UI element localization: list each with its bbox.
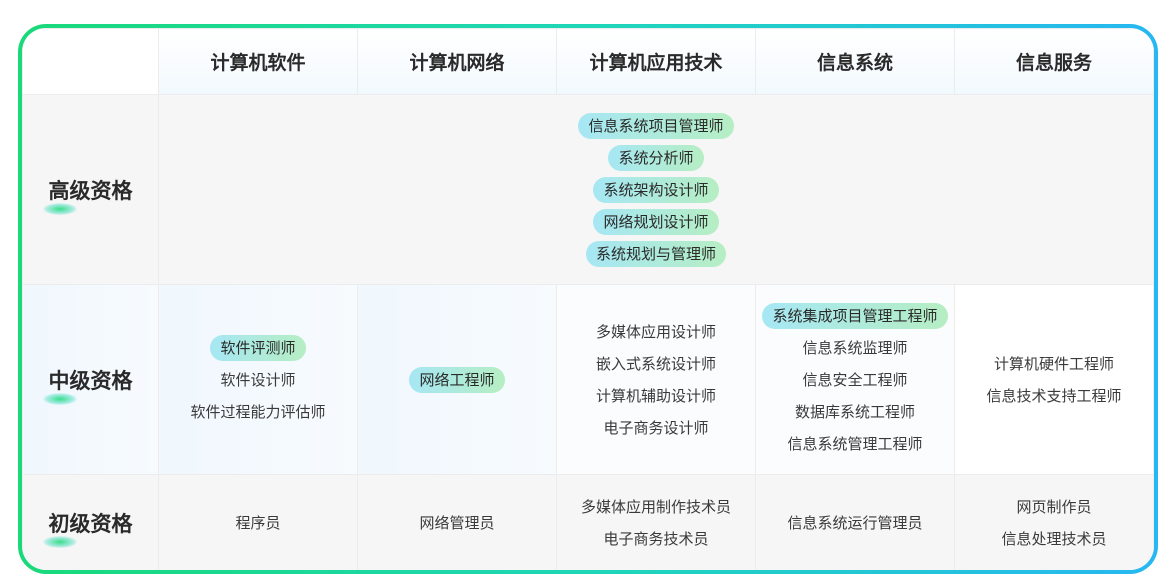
mid-network-item: 网络工程师 xyxy=(409,366,505,393)
mid-information-service-item: 计算机硬件工程师 xyxy=(993,354,1114,373)
senior-item: 信息系统项目管理师 xyxy=(578,112,734,139)
mid-application-cell: 多媒体应用设计师 嵌入式系统设计师 计算机辅助设计师 电子商务设计师 xyxy=(556,284,756,475)
junior-level-cell: 初级资格 xyxy=(22,474,159,570)
mid-software-item: 软件设计师 xyxy=(220,370,296,389)
mid-information-system-item: 信息安全工程师 xyxy=(802,370,908,389)
mid-information-system-item: 信息系统管理工程师 xyxy=(787,434,923,453)
mid-row: 中级资格 软件评测师 软件设计师 软件过程能力评估师 网络工程师 xyxy=(22,284,1154,475)
mid-network-cell: 网络工程师 xyxy=(357,284,557,475)
junior-network-item: 网络管理员 xyxy=(419,513,495,532)
junior-application-cell: 多媒体应用制作技术员 电子商务技术员 xyxy=(556,474,756,570)
junior-level-label: 初级资格 xyxy=(42,508,133,548)
junior-information-service-cell: 网页制作员 信息处理技术员 xyxy=(954,474,1154,570)
senior-items: 信息系统项目管理师 系统分析师 系统架构设计师 网络规划设计师 系统规划与管理师 xyxy=(159,112,1153,267)
senior-item: 网络规划设计师 xyxy=(593,208,719,235)
header-row: 计算机软件 计算机网络 计算机应用技术 信息系统 信息服务 xyxy=(22,28,1154,95)
senior-level-cell: 高级资格 xyxy=(22,94,159,285)
header-corner xyxy=(22,28,159,95)
junior-information-service-item: 网页制作员 xyxy=(1016,497,1092,516)
mid-application-item: 电子商务设计师 xyxy=(603,418,709,437)
senior-item: 系统分析师 xyxy=(608,144,704,171)
mid-information-system-item: 信息系统监理师 xyxy=(802,338,908,357)
mid-level-cell: 中级资格 xyxy=(22,284,159,475)
mid-application-item: 嵌入式系统设计师 xyxy=(595,354,716,373)
senior-item: 系统规划与管理师 xyxy=(585,240,726,267)
junior-information-service-item: 信息处理技术员 xyxy=(1001,529,1107,548)
level-mark-icon xyxy=(42,392,77,405)
mid-information-service-item: 信息技术支持工程师 xyxy=(986,386,1122,405)
junior-software-cell: 程序员 xyxy=(158,474,358,570)
senior-item: 系统架构设计师 xyxy=(593,176,719,203)
senior-cell: 信息系统项目管理师 系统分析师 系统架构设计师 网络规划设计师 系统规划与管理师 xyxy=(158,94,1154,285)
mid-information-system-item: 系统集成项目管理工程师 xyxy=(762,302,948,329)
mid-application-item: 计算机辅助设计师 xyxy=(595,386,716,405)
header-information-system: 信息系统 xyxy=(755,28,955,95)
junior-software-item: 程序员 xyxy=(235,513,281,532)
header-computer-application: 计算机应用技术 xyxy=(556,28,756,95)
senior-row: 高级资格 信息系统项目管理师 系统分析师 系统架构设计师 网络规划设计师 系统规… xyxy=(22,94,1154,285)
header-computer-network: 计算机网络 xyxy=(357,28,557,95)
mid-software-item: 软件评测师 xyxy=(210,334,306,361)
qualification-table-frame: 计算机软件 计算机网络 计算机应用技术 信息系统 信息服务 高级资格 信息系统项… xyxy=(18,24,1158,574)
mid-information-system-cell: 系统集成项目管理工程师 信息系统监理师 信息安全工程师 数据库系统工程师 信息系… xyxy=(755,284,955,475)
mid-software-cell: 软件评测师 软件设计师 软件过程能力评估师 xyxy=(158,284,358,475)
qualification-table: 计算机软件 计算机网络 计算机应用技术 信息系统 信息服务 高级资格 信息系统项… xyxy=(22,28,1154,570)
junior-row: 初级资格 程序员 网络管理员 多媒体应用制作技术员 电子商务技术 xyxy=(22,474,1154,570)
senior-level-label: 高级资格 xyxy=(42,175,133,215)
mid-software-item: 软件过程能力评估师 xyxy=(190,402,326,421)
mid-information-system-item: 数据库系统工程师 xyxy=(794,402,915,421)
junior-network-cell: 网络管理员 xyxy=(357,474,557,570)
junior-information-system-cell: 信息系统运行管理员 xyxy=(755,474,955,570)
qualification-table-panel: 计算机软件 计算机网络 计算机应用技术 信息系统 信息服务 高级资格 信息系统项… xyxy=(22,28,1154,570)
level-mark-icon xyxy=(42,535,77,548)
header-information-service: 信息服务 xyxy=(954,28,1154,95)
mid-level-label: 中级资格 xyxy=(42,365,133,405)
mid-application-item: 多媒体应用设计师 xyxy=(595,322,716,341)
mid-information-service-cell: 计算机硬件工程师 信息技术支持工程师 xyxy=(954,284,1154,475)
level-mark-icon xyxy=(42,202,77,215)
header-computer-software: 计算机软件 xyxy=(158,28,358,95)
junior-application-item: 电子商务技术员 xyxy=(603,529,709,548)
junior-application-item: 多媒体应用制作技术员 xyxy=(580,497,731,516)
junior-information-system-item: 信息系统运行管理员 xyxy=(787,513,923,532)
